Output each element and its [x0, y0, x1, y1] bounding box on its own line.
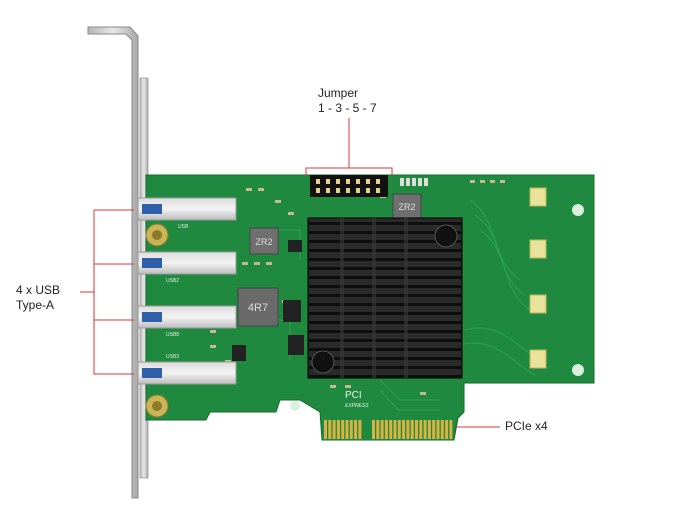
gold-finger	[354, 420, 358, 439]
screw-top	[145, 223, 169, 247]
svg-text:USB3: USB3	[166, 354, 179, 360]
mount-hole-top	[572, 204, 584, 216]
small-ics	[232, 240, 304, 361]
gold-finger	[415, 420, 418, 439]
gold-finger	[349, 420, 353, 439]
jumper-header	[310, 175, 388, 197]
usb-port-4	[137, 361, 237, 385]
gold-finger	[445, 420, 449, 439]
inductor-zr2-left: ZR2	[249, 227, 279, 255]
gold-finger	[423, 420, 427, 439]
gold-finger	[336, 420, 340, 439]
gold-finger	[402, 420, 406, 439]
gold-finger	[440, 420, 444, 439]
jumper-title: Jumper	[318, 86, 359, 100]
gold-finger	[380, 420, 384, 439]
usb-port-1	[137, 197, 237, 221]
inductor-4r7: 4R7	[237, 287, 279, 327]
svg-text:4R7: 4R7	[248, 302, 268, 314]
jumper-pins: 1 - 3 - 5 - 7	[318, 101, 377, 115]
heatsink	[307, 217, 463, 379]
inductor-zr2-top: ZR2	[392, 193, 422, 219]
gold-finger	[406, 420, 410, 439]
pcie-label: PCIe x4	[505, 419, 548, 433]
usb-port-2	[137, 251, 237, 275]
svg-text:ZR2: ZR2	[255, 237, 272, 247]
usb-port-3	[137, 305, 237, 329]
svg-text:USB8: USB8	[166, 332, 179, 338]
usb-label-line2: Type-A	[16, 298, 55, 312]
gold-finger	[393, 420, 397, 439]
usb-label-line1: 4 x USB	[16, 283, 61, 297]
gold-finger	[432, 420, 436, 439]
gold-finger	[328, 420, 332, 439]
jumper-label: Jumper 1 - 3 - 5 - 7	[318, 86, 377, 116]
svg-text:PCI: PCI	[345, 390, 362, 401]
svg-text:EXPRESS: EXPRESS	[345, 403, 369, 409]
svg-text:ZR2: ZR2	[398, 202, 415, 212]
mount-hole-edge	[290, 401, 300, 411]
gold-finger	[332, 420, 336, 439]
gold-finger	[376, 420, 380, 439]
screw-bottom	[145, 394, 169, 418]
gold-finger	[389, 420, 393, 439]
gold-finger	[449, 420, 453, 439]
gold-finger	[436, 420, 440, 439]
svg-text:USB2: USB2	[166, 278, 179, 284]
callout-jumper	[305, 118, 393, 176]
mount-hole-bottom	[572, 364, 584, 376]
gold-finger	[410, 420, 414, 439]
pin-header-row	[400, 178, 428, 186]
pcie-edge-connector	[322, 418, 454, 440]
pci-express-logo: PCI EXPRESS	[345, 390, 369, 409]
usb-label: 4 x USB Type-A	[16, 283, 60, 313]
gold-finger	[345, 420, 349, 439]
callout-usb	[80, 209, 134, 375]
gold-finger	[427, 420, 431, 439]
usb-ports: USB USB2 USB8 USB3	[137, 197, 237, 385]
gold-finger	[358, 420, 362, 439]
gold-finger	[397, 420, 401, 439]
gold-finger	[384, 420, 388, 439]
gold-finger	[341, 420, 345, 439]
gold-finger	[372, 420, 375, 439]
power-pads	[529, 187, 547, 369]
svg-text:USB: USB	[178, 224, 189, 230]
gold-finger	[419, 420, 423, 439]
gold-finger	[324, 420, 327, 439]
